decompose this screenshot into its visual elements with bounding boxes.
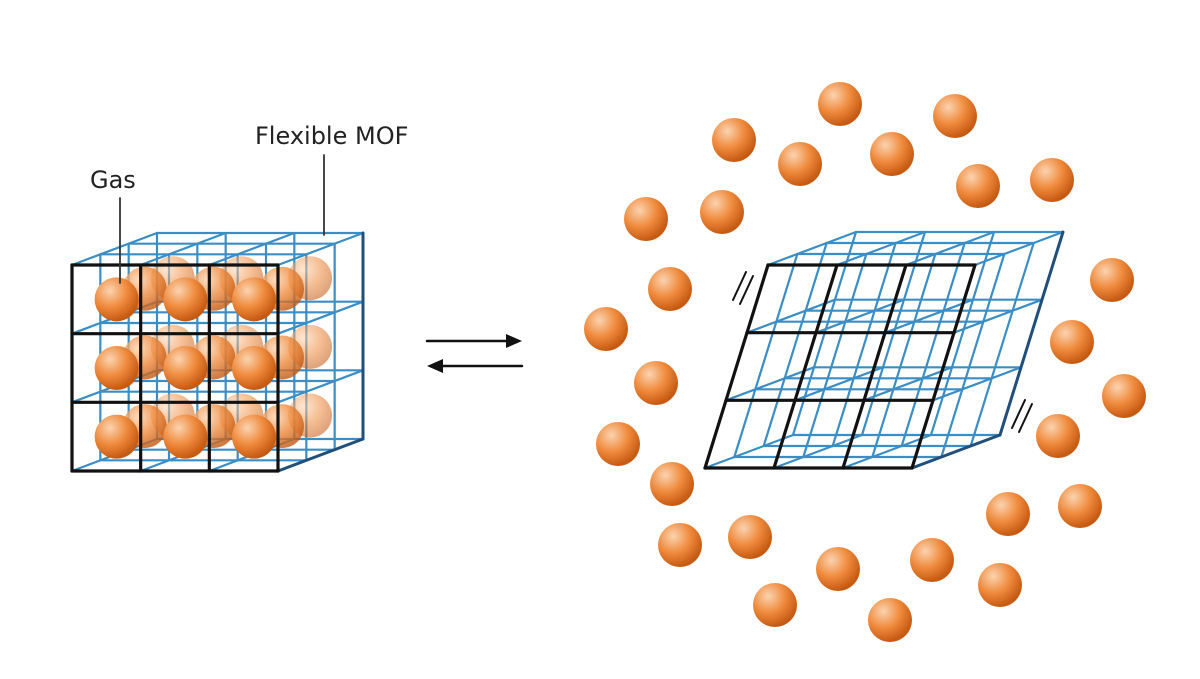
lattice-bar xyxy=(973,230,1065,267)
lattice-bar xyxy=(802,252,868,459)
gas-molecule xyxy=(163,346,208,390)
flexible-mof-label: Flexible MOF xyxy=(255,122,409,150)
lattice-bar xyxy=(762,241,828,448)
gas-molecule xyxy=(1030,158,1074,202)
lattice-bar xyxy=(952,298,1044,334)
gas-molecule xyxy=(584,307,628,351)
lattice-bar xyxy=(883,298,975,334)
lattice-bar xyxy=(969,241,1035,448)
arrow-left-icon-head xyxy=(427,359,443,373)
gas-molecule xyxy=(816,547,860,591)
lattice-bar xyxy=(831,241,897,448)
lattice-bar xyxy=(929,230,996,437)
front-frame-bar xyxy=(910,263,977,470)
lattice-bar xyxy=(940,252,1006,459)
released-gas-cloud xyxy=(584,82,1146,642)
arrow-right-icon-head xyxy=(506,334,522,348)
lattice-bar xyxy=(276,231,365,267)
open-mof-cube xyxy=(703,230,1065,470)
gas-molecule xyxy=(978,563,1022,607)
cube-edge xyxy=(998,230,1065,437)
lattice-bar xyxy=(139,231,227,267)
lattice-bar xyxy=(70,231,159,267)
gas-molecule xyxy=(712,118,756,162)
lattice-bar xyxy=(793,366,885,402)
gas-molecule xyxy=(956,164,1000,208)
lattice-bar xyxy=(724,366,816,402)
lattice-bar xyxy=(841,433,933,470)
lattice-bar xyxy=(814,298,906,334)
lattice-bar xyxy=(745,298,837,334)
cube-edge xyxy=(276,437,365,473)
gas-molecule xyxy=(94,346,139,390)
gas-molecule xyxy=(624,197,668,241)
lattice-bar xyxy=(862,366,954,402)
gas-molecule xyxy=(1090,258,1134,302)
gas-molecule xyxy=(648,267,692,311)
lattice-bar xyxy=(276,300,365,335)
lattice-bar xyxy=(703,433,795,470)
gas-molecule xyxy=(818,82,862,126)
gas-molecule xyxy=(231,277,276,322)
gas-molecule xyxy=(778,142,822,186)
gas-molecule xyxy=(1058,484,1102,528)
gas-molecule xyxy=(94,414,139,459)
gas-molecule xyxy=(986,492,1030,536)
lattice-bar xyxy=(766,230,858,267)
gas-molecule xyxy=(870,132,914,176)
gas-molecule xyxy=(868,598,912,642)
gas-molecule xyxy=(94,277,139,322)
gas-molecule xyxy=(163,414,208,459)
gas-molecule xyxy=(596,422,640,466)
gas-molecule xyxy=(231,414,276,459)
gas-molecule xyxy=(634,361,678,405)
lattice-bar xyxy=(900,241,966,448)
front-frame-bar xyxy=(772,263,839,470)
gas-molecule xyxy=(933,94,977,138)
shear-mark xyxy=(732,271,747,301)
equilibrium-arrows xyxy=(425,334,524,373)
gas-molecule xyxy=(231,346,276,390)
lattice-bar xyxy=(276,369,365,404)
gas-molecule xyxy=(700,190,744,234)
gas-molecule xyxy=(650,462,694,506)
lattice-bar xyxy=(835,230,927,267)
lattice-bar xyxy=(871,252,937,459)
gas-molecule xyxy=(910,538,954,582)
gas-molecule xyxy=(1050,320,1094,364)
filled-mof-cube xyxy=(70,231,365,473)
lattice-bar xyxy=(208,231,296,267)
lattice-bar xyxy=(772,433,864,470)
shear-mark xyxy=(1018,403,1033,433)
lattice-bar xyxy=(904,230,996,267)
gas-molecule xyxy=(1102,374,1146,418)
label-leader-lines xyxy=(119,154,325,284)
gas-molecule xyxy=(728,515,772,559)
lattice-bar xyxy=(733,252,799,459)
cube-edge xyxy=(910,433,1002,470)
front-frame-bar xyxy=(703,263,770,470)
gas-molecule xyxy=(163,277,208,322)
gas-molecule xyxy=(753,583,797,627)
lattice-bar xyxy=(931,366,1023,402)
gas-label: Gas xyxy=(90,166,136,194)
gas-molecule xyxy=(658,523,702,567)
shear-mark xyxy=(1011,399,1026,429)
front-frame-bar xyxy=(841,263,908,470)
shear-mark xyxy=(739,275,754,305)
gas-molecule xyxy=(1036,414,1080,458)
